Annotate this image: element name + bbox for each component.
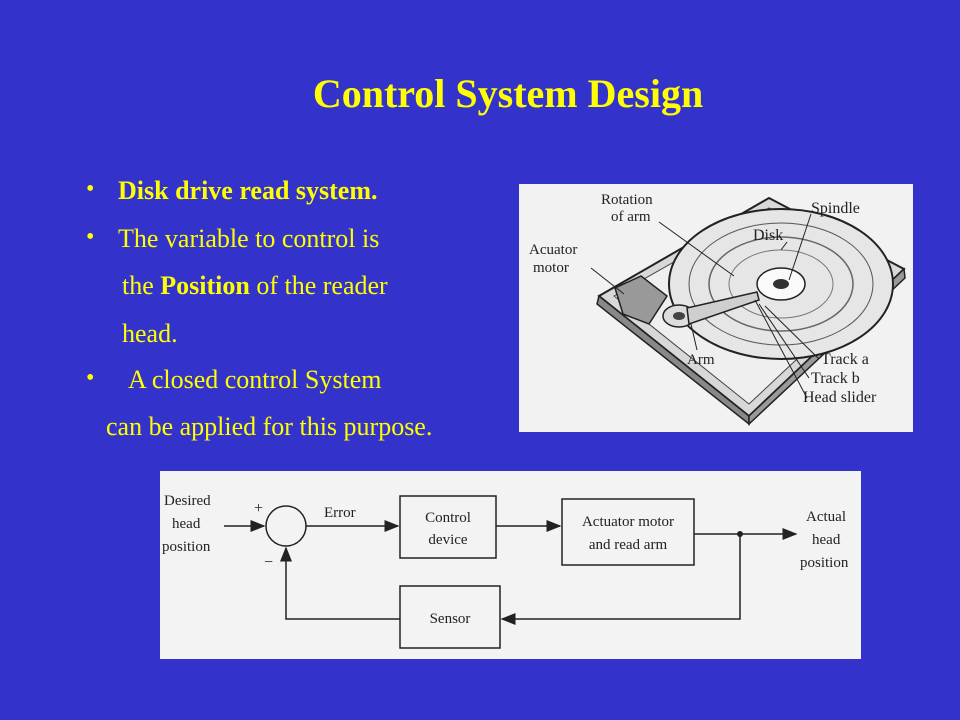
label-actual: Actual: [806, 509, 846, 525]
bullet-dot: •: [86, 176, 95, 202]
label-of-arm: of arm: [611, 209, 651, 225]
label-error: Error: [324, 505, 356, 521]
bullet-closed-control-cont: can be applied for this purpose.: [106, 412, 433, 441]
label-spindle: Spindle: [811, 200, 860, 217]
text-reader: of the reader: [249, 271, 388, 300]
label-disk: Disk: [753, 227, 783, 244]
label-motor: motor: [533, 260, 569, 276]
disk-drive-svg: Rotation of arm Spindle Disk Acuator mot…: [529, 192, 906, 426]
label-read-arm: and read arm: [589, 537, 668, 553]
plus-sign: +: [254, 500, 263, 517]
label-track-b: Track b: [811, 370, 860, 387]
disk-track-ring: [708, 236, 854, 332]
disk-track-ring: [688, 222, 874, 346]
bullet-dot: •: [86, 224, 95, 250]
spindle-center: [773, 279, 789, 289]
label-control: Control: [425, 510, 471, 526]
bullet-variable-cont: the Position of the reader: [122, 271, 388, 301]
label-device: device: [428, 532, 467, 548]
disk-drive-figure: Rotation of arm Spindle Disk Acuator mot…: [519, 184, 913, 432]
feedback-block-diagram: Desired head position + − Error Control …: [160, 471, 861, 659]
label-out-position: position: [800, 555, 849, 571]
label-sensor: Sensor: [430, 611, 471, 627]
arrow-feedback-out: [280, 546, 400, 620]
bullet-variable-cont2: head.: [122, 319, 178, 348]
text-position-bold: Position: [160, 271, 250, 300]
actuator-block: [561, 498, 695, 566]
label-track-a: Track a: [821, 351, 869, 368]
arrow-feedback-in: [500, 534, 741, 625]
minus-sign: −: [264, 554, 273, 571]
label-head-slider: Head slider: [803, 389, 877, 406]
arm-pivot-center: [673, 312, 685, 320]
label-actuator-motor: Actuator motor: [582, 514, 674, 530]
slide-title: Control System Design: [312, 71, 704, 116]
label-actuator: Acuator: [529, 242, 577, 258]
bullet-disk-drive: Disk drive read system.: [118, 176, 378, 205]
label-head: head: [172, 516, 201, 532]
label-position: position: [162, 539, 211, 555]
actuator-motor-shape: [614, 275, 669, 325]
label-rotation: Rotation: [601, 192, 653, 208]
control-device-block: [399, 495, 497, 559]
bullet-closed-control: A closed control System: [128, 365, 382, 394]
label-out-head: head: [812, 532, 841, 548]
sensor-block: [399, 585, 501, 649]
label-desired: Desired: [164, 493, 211, 509]
label-leader-lines: [590, 213, 820, 399]
text-the: the: [122, 271, 161, 300]
label-arm: Arm: [687, 352, 715, 368]
block-diagram-svg: Desired head position + − Error Control …: [162, 493, 849, 649]
read-arm: [686, 291, 760, 326]
bullet-variable: The variable to control is: [118, 224, 380, 253]
bullet-dot: •: [86, 365, 95, 391]
summing-junction: [265, 505, 307, 547]
